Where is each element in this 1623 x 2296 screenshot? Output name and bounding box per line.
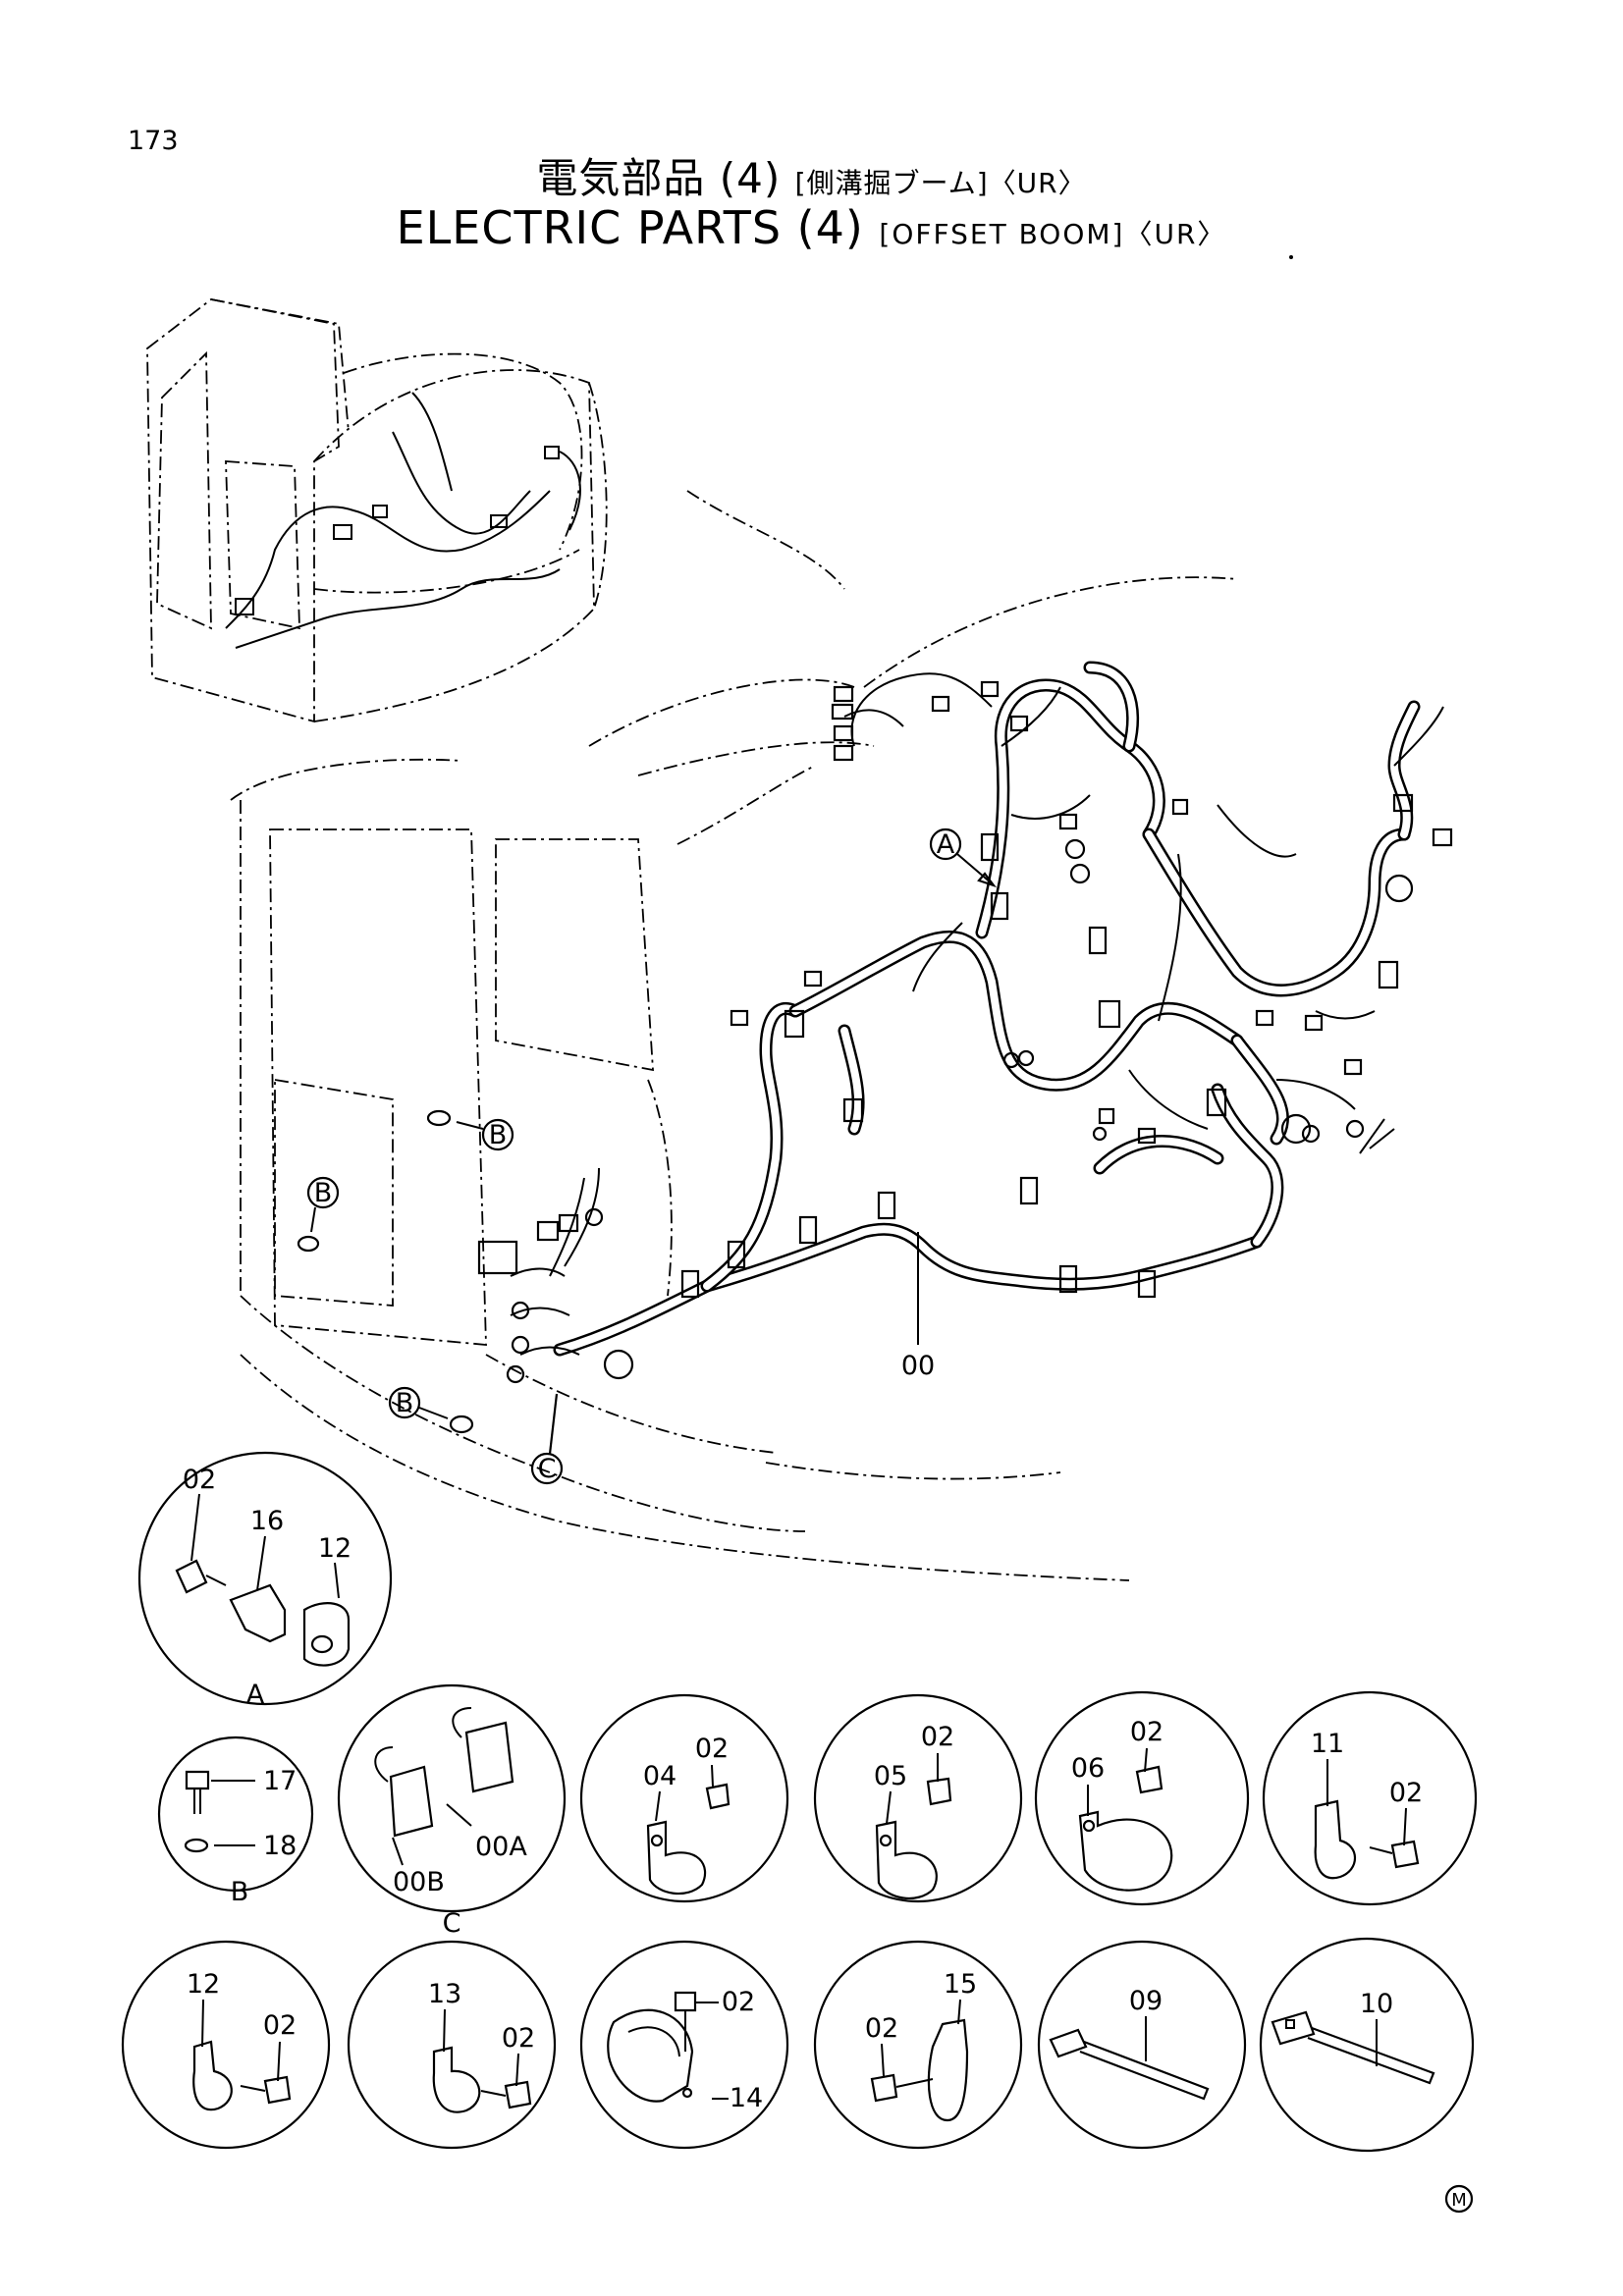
machine-body-outline [230, 490, 1238, 1581]
callout-c[interactable]: C [530, 1393, 564, 1485]
cable-tie-icon [1271, 2010, 1316, 2046]
part-label: 14 [730, 2083, 763, 2113]
connector-icon [389, 1765, 434, 1838]
part-label: 09 [1129, 1986, 1163, 2016]
bolt-icon [674, 1991, 697, 2012]
part-label: 02 [1389, 1778, 1423, 1808]
connector [477, 1240, 518, 1275]
clamp-icon [302, 1602, 351, 1667]
part-label: 06 [1071, 1753, 1105, 1784]
callout-c-label: C [538, 1454, 557, 1484]
manual-mark: M [1444, 2184, 1474, 2214]
callout-b-label: B [314, 1178, 333, 1208]
detail-clamp-06[interactable]: 06 02 [1034, 1690, 1250, 1906]
part-label: 15 [944, 1969, 977, 2000]
part-label: 10 [1360, 1989, 1393, 2019]
part-label: 17 [263, 1766, 297, 1796]
excavator-overview [146, 298, 608, 723]
part-label: 02 [502, 2023, 535, 2054]
part-label: 02 [865, 2013, 898, 2044]
callout-b-label: B [489, 1120, 508, 1150]
detail-b-caption: B [231, 1877, 249, 1907]
part-label: 00A [475, 1832, 527, 1862]
clamp-icon [927, 2018, 969, 2122]
clamp-icon [646, 1820, 707, 1896]
detail-tie-10[interactable]: 10 [1259, 1937, 1475, 2153]
callout-a[interactable]: A [929, 828, 997, 888]
part-label: 02 [183, 1465, 216, 1495]
clamp-icon [1078, 1810, 1173, 1892]
harness-part-number: 00 [901, 1351, 935, 1381]
clamp-icon [432, 2046, 481, 2113]
connector-icon [464, 1721, 514, 1793]
detail-b[interactable]: B 17 18 [157, 1735, 314, 1907]
clamp-icon [875, 1820, 938, 1899]
part-label: 00B [393, 1867, 445, 1897]
page-number: 173 [128, 126, 179, 156]
title-en-main: ELECTRIC PARTS (4) [396, 201, 864, 254]
detail-a[interactable]: A 02 16 12 [137, 1451, 393, 1710]
bolt-icon [926, 1777, 952, 1806]
title-en-sub: [OFFSET BOOM]〈UR〉 [879, 218, 1227, 250]
detail-clamp-05[interactable]: 05 02 [813, 1693, 1023, 1903]
callout-a-label: A [937, 829, 955, 860]
detail-a-caption: A [246, 1680, 265, 1710]
bolt-icon [1390, 1840, 1420, 1869]
detail-c-caption: C [443, 1908, 461, 1939]
part-label: 05 [874, 1761, 907, 1791]
detail-c[interactable]: C 00A 00B [337, 1683, 567, 1939]
part-label: 02 [1130, 1717, 1163, 1747]
part-label: 12 [187, 1969, 220, 2000]
bolt-icon [263, 2075, 292, 2105]
bracket-icon [229, 1583, 287, 1643]
clamp-icon [192, 2040, 233, 2111]
detail-clamp-15[interactable]: 15 02 [813, 1940, 1023, 2150]
mark-label: M [1451, 2190, 1467, 2211]
part-label: 02 [263, 2010, 297, 2041]
part-label: 11 [1311, 1729, 1344, 1759]
callout-b-3[interactable]: B [388, 1386, 474, 1434]
part-label: 02 [695, 1734, 729, 1764]
main-harness [477, 661, 1453, 1384]
part-label: 18 [263, 1831, 297, 1861]
cable-tie-icon [1049, 2028, 1088, 2058]
part-label: 12 [318, 1533, 352, 1564]
bolt-icon [1135, 1765, 1163, 1794]
detail-clamp-12[interactable]: 12 02 [121, 1940, 331, 2150]
bolt-icon [185, 1770, 210, 1790]
bolt-icon [705, 1783, 730, 1810]
part-label: 16 [250, 1506, 284, 1536]
callout-b-label: B [396, 1388, 414, 1418]
detail-clamp-11[interactable]: 11 02 [1262, 1690, 1478, 1906]
bolt-icon [175, 1559, 208, 1594]
title-japanese: 電気部品 (4) [側溝掘ブーム]〈UR〉 [0, 145, 1623, 205]
bolt-icon [504, 2080, 532, 2109]
title-jp-sub: [側溝掘ブーム]〈UR〉 [794, 167, 1087, 199]
part-label: 02 [722, 1987, 755, 2017]
clamp-icon [607, 2008, 694, 2103]
callout-b-1[interactable]: B [426, 1109, 514, 1151]
bolt-icon [870, 2073, 898, 2103]
part-label: 02 [921, 1722, 954, 1752]
title-jp-main: 電気部品 (4) [536, 154, 782, 202]
detail-clamp-14[interactable]: 02 14 [579, 1940, 789, 2150]
detail-clamp-04[interactable]: 04 02 [579, 1693, 789, 1903]
callout-b-2[interactable]: B [297, 1176, 340, 1253]
detail-clamp-13[interactable]: 13 02 [347, 1940, 557, 2150]
part-label: 13 [428, 1979, 461, 2009]
clamp-icon [1314, 1799, 1356, 1880]
title-english: ELECTRIC PARTS (4) [OFFSET BOOM]〈UR〉 [0, 201, 1623, 254]
part-label: 04 [643, 1761, 676, 1791]
detail-tie-09[interactable]: 09 [1037, 1940, 1247, 2150]
washer-icon [184, 1838, 209, 1853]
